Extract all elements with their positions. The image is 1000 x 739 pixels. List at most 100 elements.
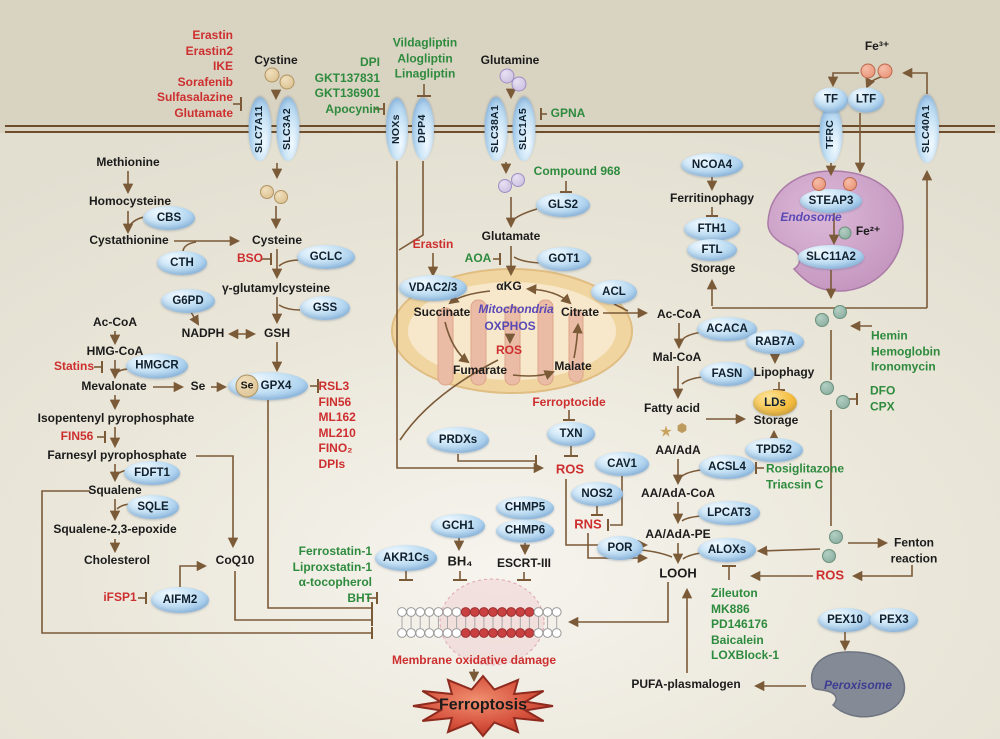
got1-enzyme: GOT1: [537, 247, 591, 271]
cystine-circle-1: [264, 67, 280, 83]
citrate-label: Citrate: [560, 305, 600, 320]
peroxisome-label: Peroxisome: [823, 678, 893, 693]
iron-circle-6: [822, 549, 836, 563]
looh-label: LOOH: [659, 565, 697, 581]
bh4-label: BH₄: [447, 553, 473, 569]
rab7a-protein: RAB7A: [746, 330, 804, 354]
ac-coa-left-label: Ac-CoA: [93, 315, 137, 330]
acsl4-inhibitor-list: Rosiglitazone Triacsin C: [766, 461, 845, 491]
ros-right-label: ROS: [815, 567, 845, 583]
aa-ada-pe-label: AA/AdA-PE: [645, 527, 711, 542]
fatty-acid-label: Fatty acid: [643, 401, 701, 416]
noxs-transporter: NOXs: [386, 98, 408, 160]
methionine-label: Methionine: [96, 155, 160, 170]
farnesyl-pp-label: Farnesyl pyrophosphate: [47, 448, 187, 463]
fin56-left-label: FIN56: [60, 429, 94, 444]
akr1cs-enzyme: AKR1Cs: [375, 545, 437, 571]
slc7a11-transporter: SLC7A11: [248, 97, 272, 161]
iron-circle-2: [833, 305, 847, 319]
tpd52-protein: TPD52: [745, 438, 803, 462]
endosome-iron-circle-2: [843, 177, 857, 191]
homocysteine-label: Homocysteine: [88, 194, 172, 209]
por-enzyme: POR: [597, 536, 643, 560]
mito-ros-label: ROS: [495, 343, 523, 358]
hmgcr-enzyme: HMGCR: [126, 353, 188, 379]
glutamate-circle-2: [511, 173, 525, 187]
fe3-circle-2: [877, 63, 893, 79]
acsl4-enzyme: ACSL4: [699, 455, 755, 479]
squalene-epoxide-label: Squalene-2,3-epoxide: [53, 522, 177, 537]
aloxs-enzyme: ALOXs: [698, 538, 756, 562]
pufa-plasmalogen-label: PUFA-plasmalogen: [631, 677, 741, 692]
aifm2-enzyme: AIFM2: [151, 587, 209, 613]
fe2-label: Fe²⁺: [855, 224, 881, 239]
vdac-channel: VDAC2/3: [399, 275, 467, 301]
cysteine-circle-1: [260, 185, 274, 199]
cth-enzyme: CTH: [157, 251, 207, 275]
membrane-damage-label: Membrane oxidative damage: [391, 653, 557, 668]
cav1-protein: CAV1: [595, 452, 649, 476]
ifsp1-label: iFSP1: [103, 590, 137, 605]
se-label: Se: [190, 379, 206, 394]
glutamate-label: Glutamate: [481, 229, 541, 244]
dpp4-transporter: DPP4: [412, 98, 434, 160]
bso-label: BSO: [236, 251, 264, 266]
fth1-protein: FTH1: [684, 217, 740, 241]
ftl-protein: FTL: [687, 239, 737, 261]
akg-label: αKG: [496, 279, 522, 294]
ncoa4-protein: NCOA4: [681, 153, 743, 177]
steap3-enzyme: STEAP3: [800, 189, 862, 213]
glutamine-label: Glutamine: [480, 53, 540, 68]
iron-circle-5: [829, 530, 843, 544]
coq10-label: CoQ10: [215, 553, 255, 568]
gch1-enzyme: GCH1: [431, 514, 485, 538]
lipid-droplet: LDs: [753, 390, 797, 416]
gss-enzyme: GSS: [300, 296, 350, 320]
escrt-label: ESCRT-III: [496, 556, 552, 571]
slc11a2-transporter: SLC11A2: [798, 245, 864, 269]
endosome-iron-circle-1: [812, 177, 826, 191]
aoa-label: AOA: [464, 251, 492, 266]
lpcat3-enzyme: LPCAT3: [698, 501, 760, 525]
mitochondria-label: Mitochondria: [478, 302, 554, 317]
radical-trap-list: Ferrostatin-1 Liproxstatin-1 α-tocophero…: [292, 543, 372, 605]
cbs-enzyme: CBS: [143, 206, 195, 230]
damage-halo: [439, 578, 545, 666]
mal-coa-label: Mal-CoA: [652, 350, 702, 365]
gpna-label: GPNA: [550, 106, 586, 121]
slc40a1-transporter: SLC40A1: [915, 95, 939, 163]
gpx4-inhibitor-list: RSL3 FIN56 ML162 ML210 FINO₂ DPIs: [318, 379, 356, 472]
cystathion-label: Cystathionine: [89, 233, 169, 248]
connectors: [41, 67, 933, 692]
tf-protein: TF: [814, 87, 848, 113]
pex10-protein: PEX10: [818, 608, 872, 632]
fasn-enzyme: FASN: [700, 362, 754, 386]
fumarate-label: Fumarate: [452, 363, 508, 378]
dpp4-inhibitor-list: Vildagliptin Alogliptin Linagliptin: [392, 35, 458, 81]
se-cofactor-badge: Se: [235, 374, 259, 398]
sqle-enzyme: SQLE: [127, 495, 179, 519]
iron-circle-4: [836, 395, 850, 409]
mevalonate-label: Mevalonate: [81, 379, 147, 394]
iron-source-list: Hemin Hemoglobin Ironomycin: [871, 328, 941, 374]
gamma-glutamylcysteine-label: γ-glutamylcysteine: [221, 281, 331, 296]
fdft1-enzyme: FDFT1: [124, 461, 180, 485]
ferroptosis-star: [412, 674, 554, 738]
cysteine-label: Cysteine: [251, 233, 303, 248]
acl-enzyme: ACL: [591, 280, 637, 304]
slc7a11-inducer-list: Erastin Erastin2 IKE Sorafenib Sulfasala…: [156, 28, 233, 121]
glutamine-circle-1: [499, 68, 515, 84]
gls2-enzyme: GLS2: [536, 193, 590, 217]
ferritinophagy-label: Ferritinophagy: [669, 191, 755, 206]
oxphos-label: OXPHOS: [484, 319, 536, 334]
glutamate-circle-1: [498, 179, 512, 193]
g6pd-enzyme: G6PD: [161, 289, 215, 313]
aa-ada-coa-label: AA/AdA-CoA: [641, 486, 715, 501]
fenton-reaction-label: Fenton reaction: [890, 535, 938, 565]
glutamine-circle-2: [511, 76, 527, 92]
lipid-bilayer: [397, 607, 562, 638]
tfrc-transporter: TFRC: [819, 105, 843, 163]
gclc-enzyme: GCLC: [297, 245, 355, 269]
